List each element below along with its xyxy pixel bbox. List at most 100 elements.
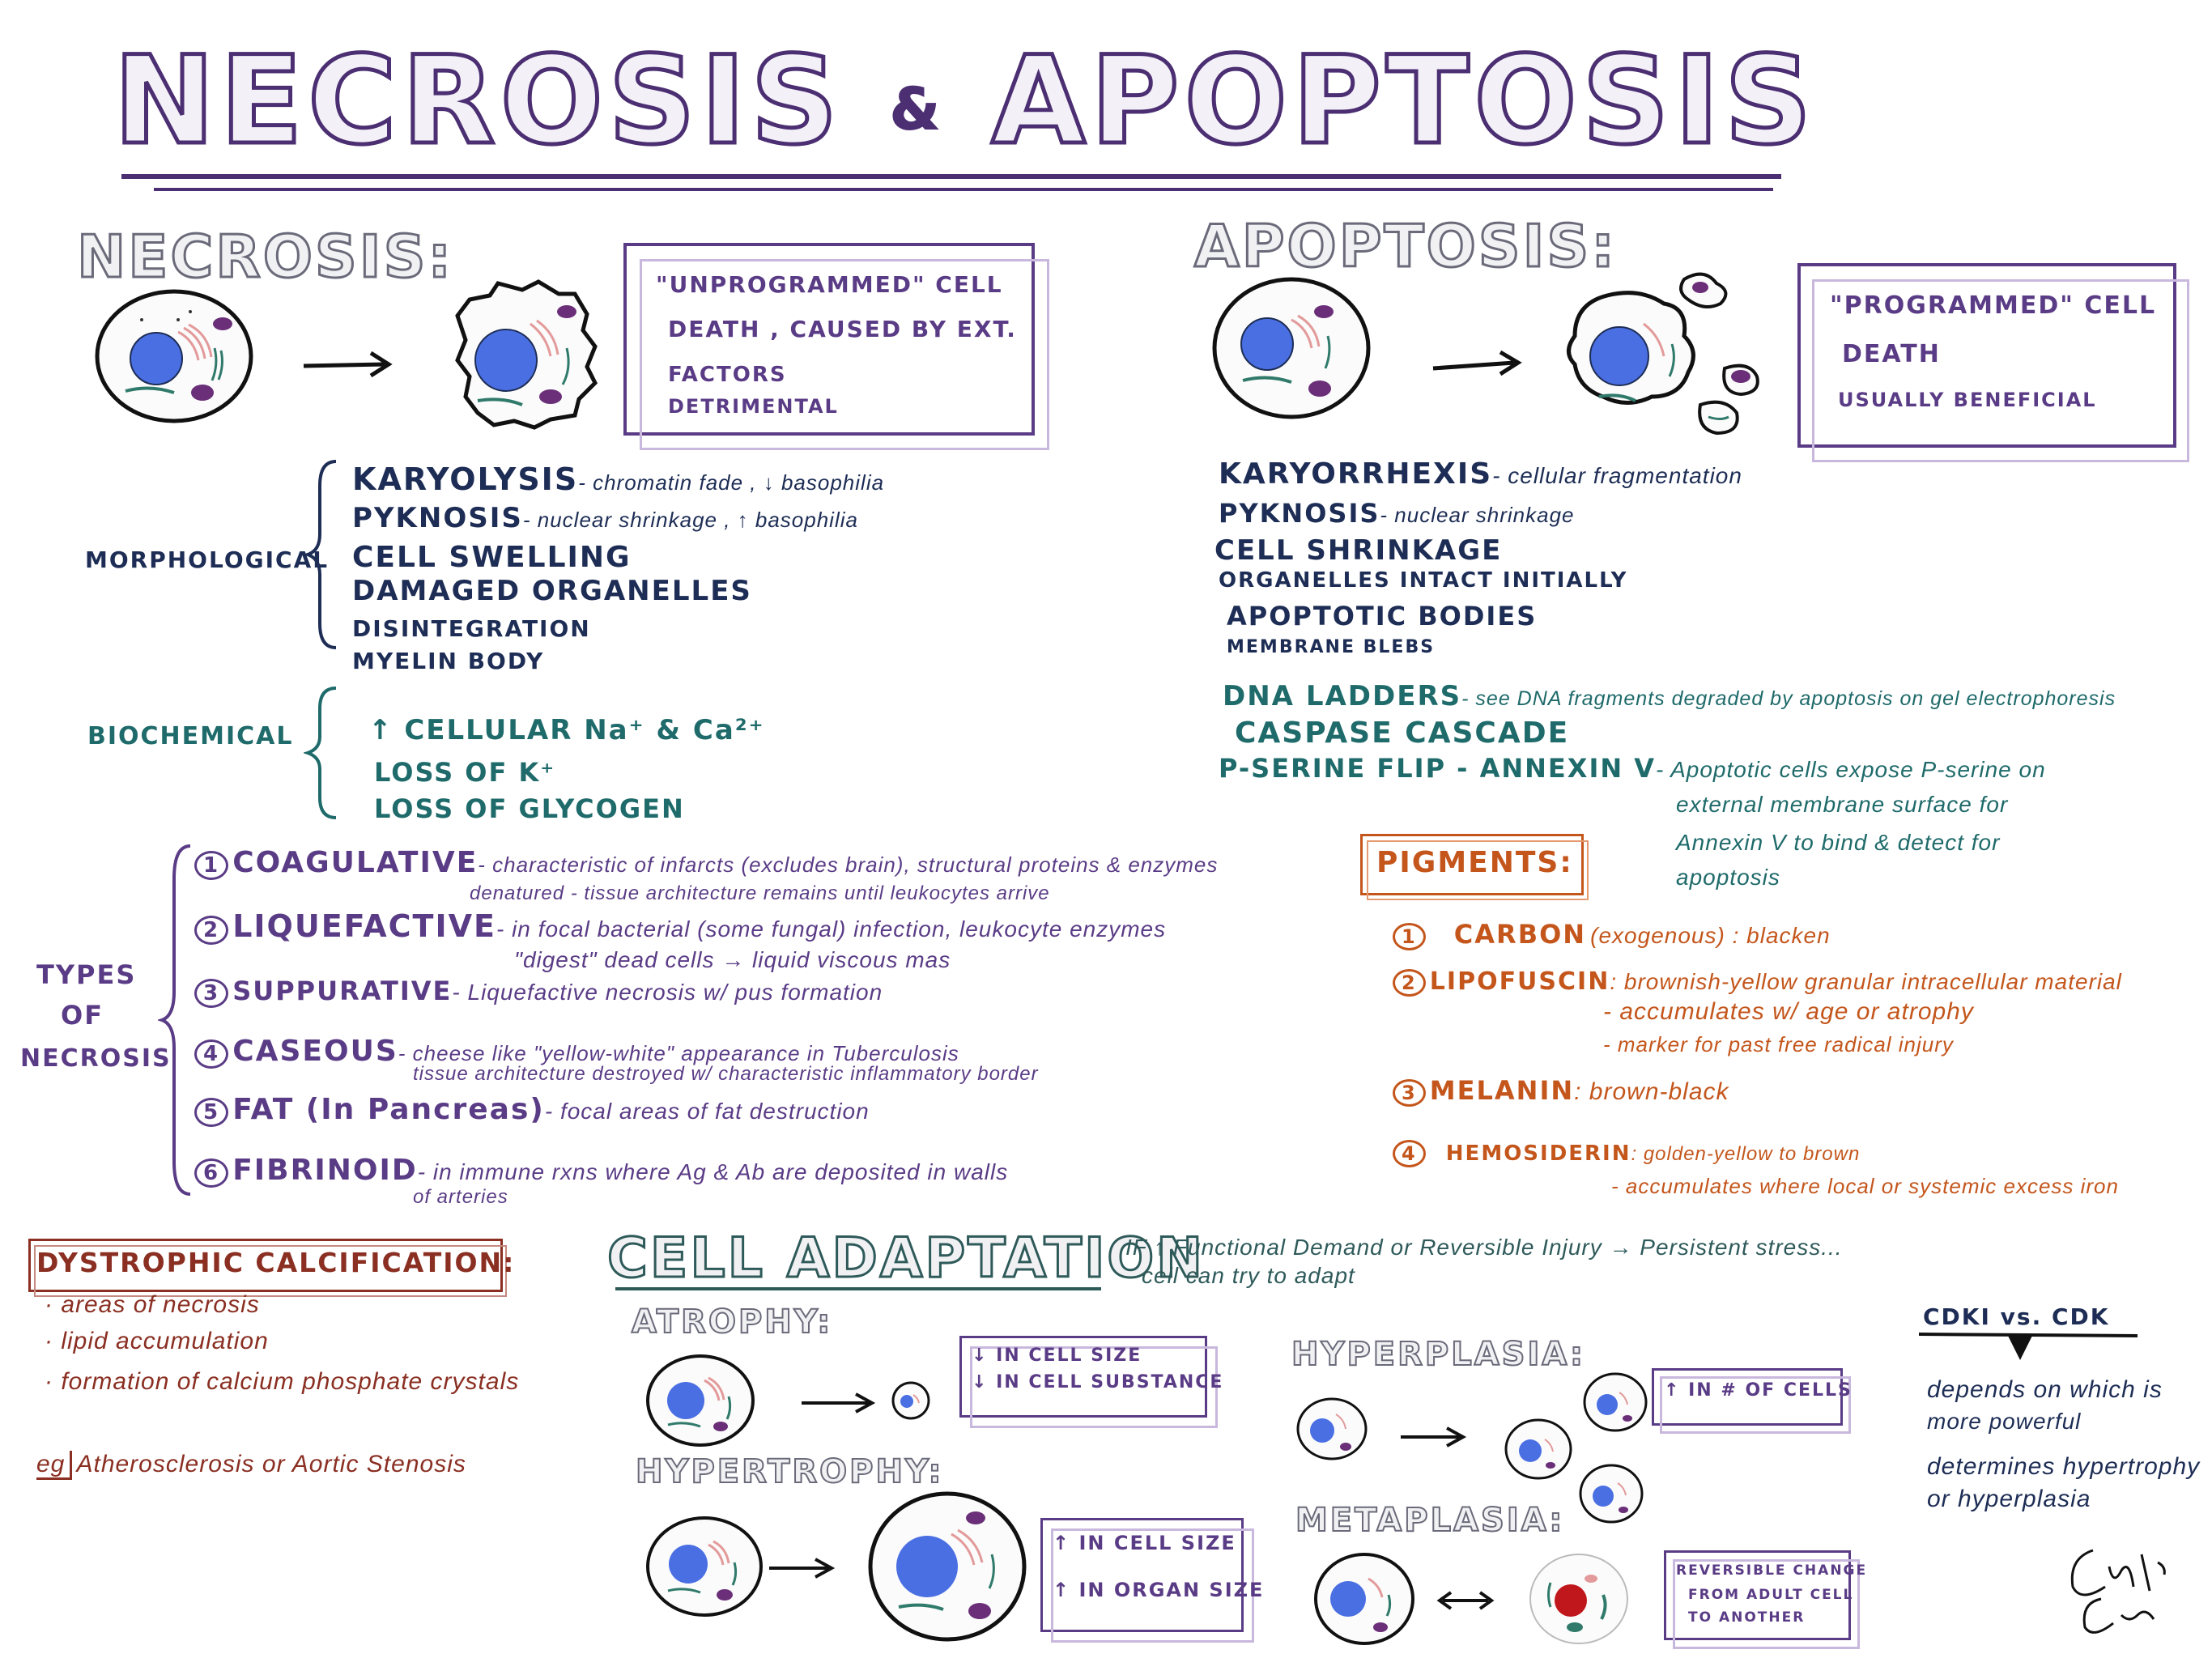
necrosis-morph-item: DAMAGED ORGANELLES: [352, 575, 752, 607]
necrosis-type-item: 3 SUPPURATIVE- Liquefactive necrosis w/ …: [194, 976, 883, 1008]
necrosis-type-item: 5 FAT (In Pancreas)- focal areas of fat …: [194, 1093, 870, 1127]
hypertrophy-box: [1040, 1518, 1244, 1632]
necrosis-morph-label: MORPHOLOGICAL: [85, 546, 330, 573]
apoptosis-morph-item: CELL SHRINKAGE: [1214, 534, 1503, 567]
signature-icon: [2070, 1549, 2166, 1634]
eg-text: Atherosclerosis or Aortic Stenosis: [76, 1451, 466, 1477]
adaptation-intro-line-1: IF ↑ Functional Demand or Reversible Inj…: [1125, 1235, 1843, 1260]
cdk-line: more powerful: [1927, 1409, 2082, 1434]
hyperplasia-box-shadow: [1660, 1376, 1851, 1434]
dystrophic-heading: DYSTROPHIC CALCIFICATION:: [36, 1247, 516, 1278]
apoptosis-healthy-cell-icon: [1212, 277, 1371, 419]
pigment-number: 1: [1393, 923, 1426, 950]
apoptosis-bio-term: P-SERINE FLIP - ANNEXIN V: [1219, 753, 1657, 784]
necrosis-morph-item: MYELIN BODY: [352, 648, 545, 674]
atrophy-small-cell-icon: [891, 1381, 930, 1420]
apoptosis-arrow-icon: [1432, 350, 1522, 376]
type-desc: - characteristic of infarcts (excludes b…: [478, 852, 1219, 877]
necrosis-def-line-4: DETRIMENTAL: [668, 395, 839, 418]
hypertrophy-box-line: ↑ IN ORGAN SIZE: [1053, 1579, 1265, 1601]
hypertrophy-heading: HYPERTROPHY:: [635, 1452, 944, 1491]
hyperplasia-heading: HYPERPLASIA:: [1291, 1335, 1586, 1374]
atrophy-heading: ATROPHY:: [631, 1303, 833, 1341]
metaplasia-box-shadow: [1673, 1559, 1860, 1649]
necrosis-bio-label: BIOCHEMICAL: [87, 722, 294, 750]
metaplasia-cell-icon: [1314, 1553, 1414, 1645]
apoptosis-definition-box: [1797, 263, 2176, 448]
necrosis-heading: NECROSIS:: [75, 222, 454, 292]
apoptosis-morph-desc: - nuclear shrinkage: [1380, 503, 1575, 527]
hypertrophy-arrow-icon: [769, 1558, 836, 1579]
necrosis-morph-desc: - nuclear shrinkage , ↑ basophilia: [522, 508, 858, 532]
hyperplasia-box-line: ↑ IN # OF CELLS: [1664, 1380, 1853, 1401]
necrosis-morph-desc: - chromatin fade , ↓ basophilia: [578, 470, 885, 495]
necrosis-arrow-icon: [303, 351, 393, 378]
metaplasia-heading: METAPLASIA:: [1295, 1501, 1565, 1540]
necrosis-def-line-2: DEATH , CAUSED BY EXT.: [668, 316, 1017, 342]
type-number: 4: [194, 1039, 229, 1069]
page-title: NECROSIS & APOPTOSIS: [112, 31, 1817, 178]
metaplasia-box: [1664, 1550, 1851, 1640]
type-sub: denatured - tissue architecture remains …: [470, 882, 1050, 904]
apoptosis-morph-item: APOPTOTIC BODIES: [1227, 601, 1538, 631]
pigment-desc: : golden-yellow to brown: [1631, 1143, 1861, 1165]
pigments-heading: PIGMENTS:: [1376, 846, 1573, 879]
apoptosis-def-line-3: USUALLY BENEFICIAL: [1838, 389, 2097, 411]
dystrophic-item: · formation of calcium phosphate crystal…: [45, 1368, 520, 1395]
pigment-item: 2 LIPOFUSCIN: brownish-yellow granular i…: [1393, 967, 2122, 997]
type-desc: - Liquefactive necrosis w/ pus formation: [452, 980, 883, 1005]
apoptosis-bio-term: DNA LADDERS: [1223, 680, 1462, 712]
type-desc: - in focal bacterial (some fungal) infec…: [496, 916, 1167, 942]
dystrophic-item: · areas of necrosis: [45, 1291, 260, 1318]
cdk-line: or hyperplasia: [1927, 1486, 2091, 1512]
pigment-desc: : brown-black: [1574, 1078, 1729, 1105]
pigments-heading-box-2: [1367, 840, 1589, 900]
apoptosis-bio-item: CASPASE CASCADE: [1235, 716, 1570, 750]
title-apoptosis: APOPTOSIS: [989, 31, 1817, 172]
dystrophic-item: · lipid accumulation: [45, 1328, 269, 1354]
title-ampersand: &: [889, 75, 945, 143]
atrophy-box-line: ↓ IN CELL SIZE: [972, 1346, 1142, 1366]
hypertrophy-box-line: ↑ IN CELL SIZE: [1053, 1532, 1236, 1554]
type-desc: - cheese like "yellow-white" appearance …: [398, 1041, 959, 1065]
types-label-3: NECROSIS: [20, 1044, 172, 1073]
pigment-term: HEMOSIDERIN: [1445, 1141, 1631, 1166]
type-number: 6: [194, 1158, 229, 1188]
type-term: CASEOUS: [232, 1035, 398, 1068]
type-number: 1: [194, 851, 229, 880]
necrosis-bio-item: ↑ CELLULAR Na⁺ & Ca²⁺: [368, 714, 765, 746]
pigment-term: CARBON: [1453, 919, 1587, 950]
annexin-cont-line: external membrane surface for: [1676, 792, 2009, 817]
pigment-sub: - accumulates where local or systemic ex…: [1611, 1174, 2119, 1198]
cell-adaptation-underline: [615, 1287, 1101, 1290]
pigment-item: 1 CARBON (exogenous) : blacken: [1393, 919, 1831, 950]
type-term: FAT (In Pancreas): [232, 1093, 545, 1126]
apoptosis-morph-item: PYKNOSIS- nuclear shrinkage: [1219, 498, 1575, 529]
type-term: COAGULATIVE: [232, 846, 479, 879]
metaplasia-box-line: REVERSIBLE CHANGE: [1676, 1562, 1868, 1579]
apoptosis-def-line-1: "PROGRAMMED" CELL: [1830, 291, 2157, 320]
apoptosis-morph-term: KARYORRHEXIS: [1219, 457, 1493, 491]
necrosis-morph-item: PYKNOSIS- nuclear shrinkage , ↑ basophil…: [352, 502, 858, 534]
title-underline: [121, 174, 1781, 179]
atrophy-arrow-icon: [802, 1392, 876, 1414]
necrosis-type-item: 1 COAGULATIVE- characteristic of infarct…: [194, 846, 1219, 880]
hypertrophy-box-shadow: [1051, 1528, 1254, 1643]
pigment-number: 3: [1393, 1079, 1426, 1107]
pigment-desc: : brownish-yellow granular intracellular…: [1610, 969, 2122, 994]
necrosis-bio-item: LOSS OF K⁺: [374, 757, 556, 788]
apoptosis-morph-item: KARYORRHEXIS- cellular fragmentation: [1219, 457, 1742, 491]
eg-label: eg: [36, 1451, 73, 1480]
type-term: LIQUEFACTIVE: [232, 908, 496, 944]
pigment-term: MELANIN: [1429, 1075, 1575, 1106]
type-number: 2: [194, 916, 229, 945]
necrosis-definition-box: [623, 243, 1035, 436]
apoptosis-heading: APOPTOSIS:: [1193, 211, 1618, 282]
cdk-line: determines hypertrophy: [1927, 1453, 2201, 1480]
hyperplasia-cell-icon: [1296, 1397, 1368, 1460]
atrophy-cell-icon: [646, 1354, 755, 1447]
atrophy-box-line: ↓ IN CELL SUBSTANCE: [972, 1372, 1224, 1392]
atrophy-box: [959, 1336, 1207, 1418]
types-label-1: TYPES: [36, 959, 137, 990]
types-brace-icon: [158, 844, 191, 1196]
